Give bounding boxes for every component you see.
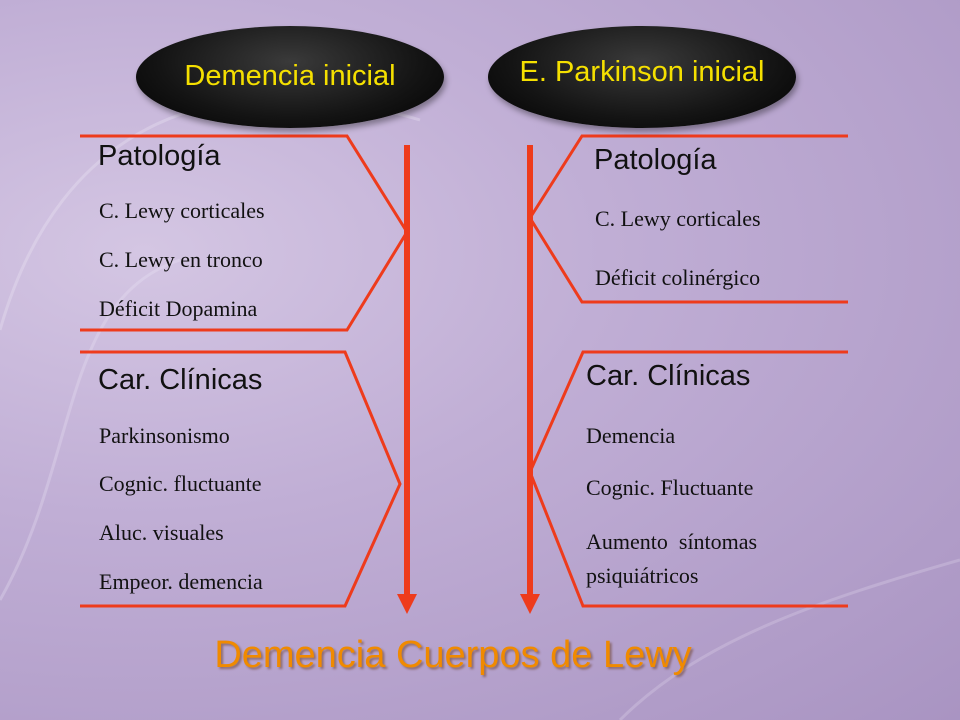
right-clinical-header: Car. Clínicas <box>586 360 751 392</box>
right-arrowhead <box>520 594 540 614</box>
right-pathology-item: Déficit colinérgico <box>595 265 761 290</box>
left-arrowhead <box>397 594 417 614</box>
left-clinical-item: Aluc. visuales <box>99 520 224 545</box>
right-pathology-item: C. Lewy corticales <box>595 206 761 231</box>
left-oval-label: Demencia inicial <box>184 60 396 92</box>
left-pathology-item: Déficit Dopamina <box>99 296 258 321</box>
left-clinical-box <box>80 350 402 608</box>
right-oval <box>488 26 796 128</box>
left-clinical-item: Empeor. demencia <box>99 569 263 594</box>
right-clinical-item: Cognic. Fluctuante <box>586 475 754 500</box>
right-clinical-item: Demencia <box>586 423 676 448</box>
right-clinical-item: Aumento síntomas <box>586 529 758 554</box>
left-pathology-item: C. Lewy corticales <box>99 198 265 223</box>
conclusion-title: Demencia Cuerpos de Lewy <box>214 634 692 676</box>
right-oval-label: E. Parkinson inicial <box>519 56 765 88</box>
right-pathology-header: Patología <box>594 144 717 176</box>
left-pathology-header: Patología <box>98 140 221 172</box>
right-clinical-item: psiquiátricos <box>586 563 699 588</box>
left-clinical-item: Parkinsonismo <box>99 423 230 448</box>
left-pathology-item: C. Lewy en tronco <box>99 247 263 272</box>
left-clinical-header: Car. Clínicas <box>98 364 263 396</box>
left-clinical-item: Cognic. fluctuante <box>99 471 262 496</box>
left-oval <box>136 26 444 128</box>
